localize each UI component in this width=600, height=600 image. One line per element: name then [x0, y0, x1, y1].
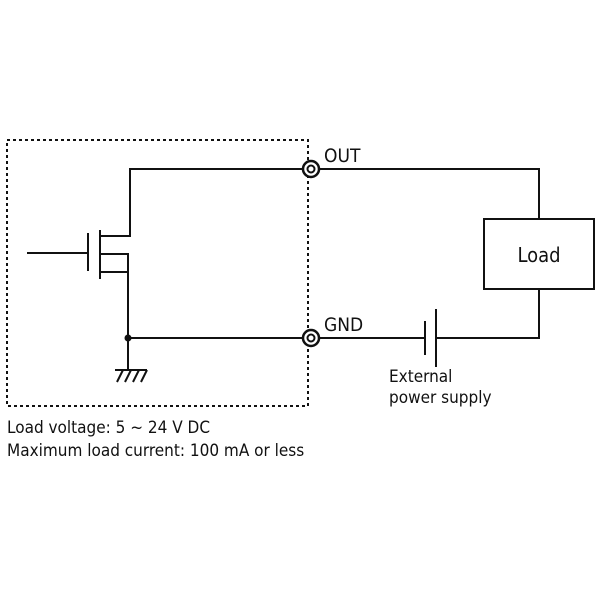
out-wire: [129, 168, 540, 226]
gnd-wire: [127, 288, 540, 339]
gnd-terminal-icon: [301, 328, 321, 348]
source-wire: [99, 253, 129, 339]
load-voltage-spec: Load voltage: 5 ~ 24 V DC: [7, 418, 210, 438]
supply-label-line1: External: [389, 367, 452, 387]
out-terminal-label: OUT: [324, 145, 361, 167]
load-box: [483, 218, 595, 290]
supply-label-line2: power supply: [389, 388, 492, 408]
load-current-spec: Maximum load current: 100 mA or less: [7, 441, 304, 461]
out-terminal-icon: [301, 159, 321, 179]
ground-icon: [115, 337, 148, 383]
gnd-terminal-label: GND: [324, 314, 363, 336]
load-label: Load: [517, 243, 560, 267]
transistor-symbol: [27, 224, 132, 342]
battery-icon: [424, 309, 437, 367]
device-boundary: [6, 139, 309, 407]
